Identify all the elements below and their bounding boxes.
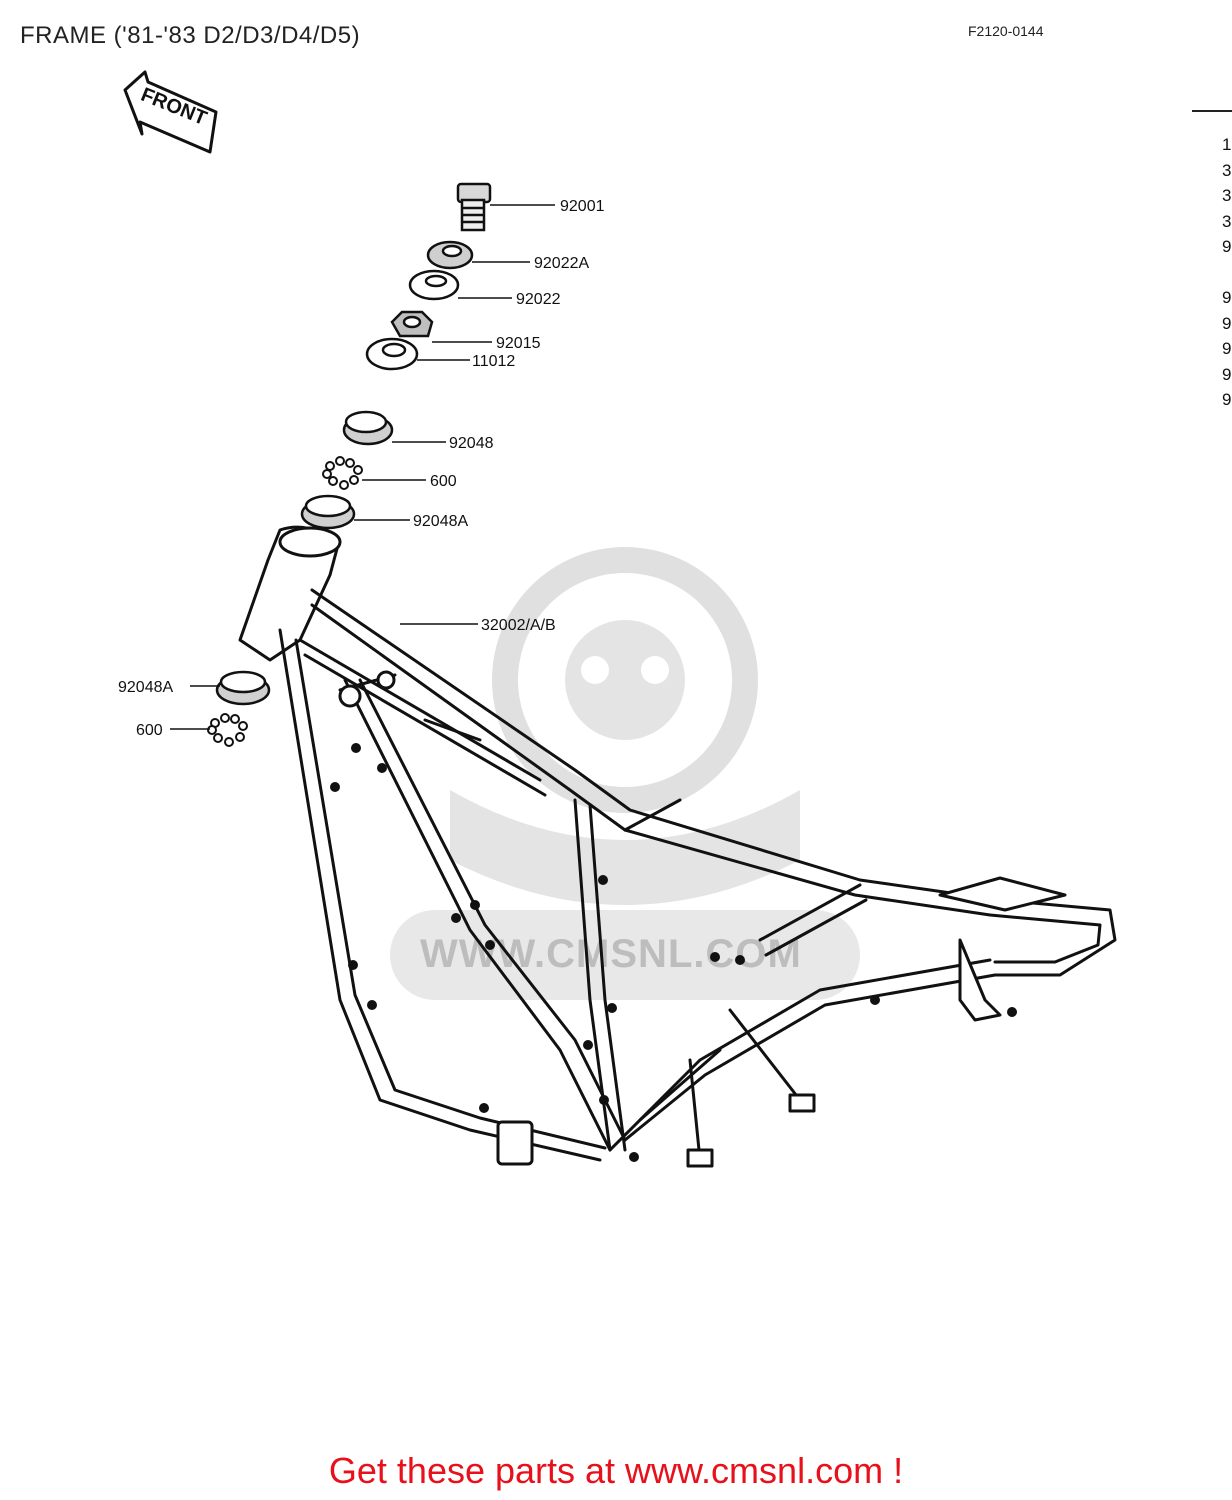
parts-list-mark: 1 [1222,135,1232,154]
parts-list-mark: 9 [1222,390,1232,409]
callout-label: 92048 [449,435,494,452]
washer-part [426,240,474,270]
washer-part [408,269,460,301]
parts-list-mark: 3 [1222,211,1232,231]
page-title: FRAME ('81-'83 D2/D3/D4/D5) [20,22,361,49]
callout-label: 32002/A/B [481,617,556,634]
callout-label: 92015 [496,335,541,352]
parts-list-mark: 9 [1222,313,1232,333]
parts-list-column: 1 3 3 3 9 9 9 9 9 9 [1222,132,1232,413]
nut-part [390,310,434,338]
drawing-code: F2120-0144 [968,23,1044,39]
watermark-url: WWW.CMSNL.COM [420,932,802,976]
parts-list-rule [1192,110,1232,112]
callout-label: 92022A [534,255,589,272]
parts-list-mark: 9 [1222,288,1232,307]
bolt-part [456,182,492,232]
motorcycle-frame [238,525,1117,1168]
callout-label: 92048A [413,513,468,530]
callout-label: 92001 [560,198,605,215]
cmsnl-watermark-logo [390,547,860,1000]
callout-label: 92048A [118,679,173,696]
callout-label: 600 [430,473,457,490]
bearing-race-part [342,410,394,446]
callout-label: 92022 [516,291,561,308]
footer-promo-link[interactable]: Get these parts at www.cmsnl.com ! [328,1450,904,1491]
callout-label: 600 [136,722,163,739]
cap-part [365,337,419,371]
parts-list-mark: 3 [1222,160,1232,180]
callout-label: 11012 [472,353,515,370]
bearing-race-part [215,670,271,706]
front-direction-arrow: FRONT [123,70,218,154]
parts-list-mark: 9 [1222,237,1232,256]
steel-balls-part [207,713,248,747]
steel-balls-part [322,456,363,490]
bearing-race-part [300,494,356,530]
parts-list-mark: 9 [1222,339,1232,358]
frame-exploded-diagram: FRONT [118,70,1117,1168]
leader-lines [170,204,555,730]
parts-list-mark: 9 [1222,364,1232,384]
parts-list-mark: 3 [1222,186,1232,205]
